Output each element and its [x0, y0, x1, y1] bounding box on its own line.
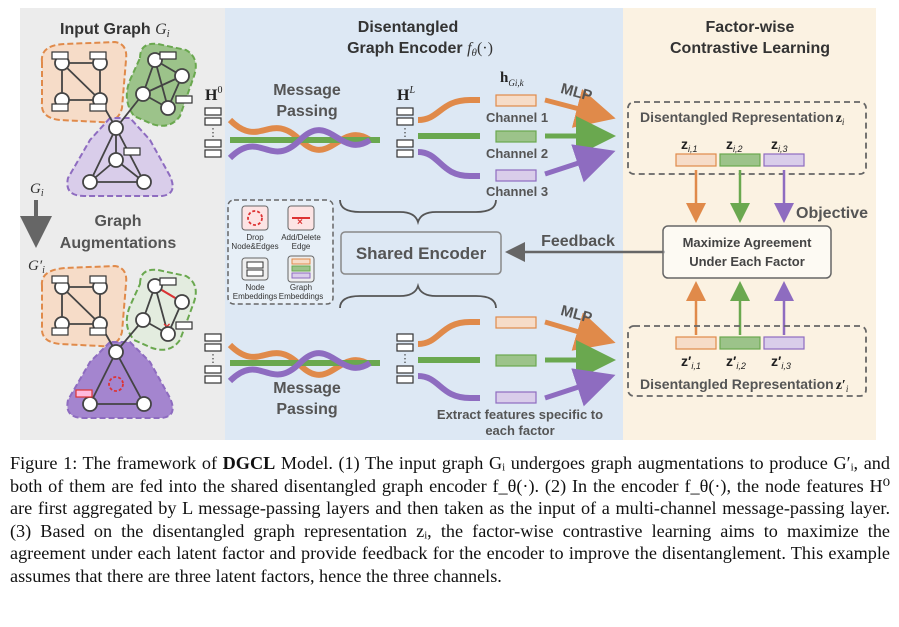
legend-add-line1: Add/Delete	[281, 233, 321, 242]
hg-label: hGi,k	[500, 70, 525, 88]
message-passing-bottom-line1: Message	[273, 380, 341, 397]
z-top-boxes	[675, 153, 805, 167]
augment-label-line1: Graph	[94, 213, 141, 230]
message-passing-top-line1: Message	[273, 82, 341, 99]
brace-top	[339, 199, 497, 226]
legend-drop-line2: Node&Edges	[231, 242, 278, 251]
message-passing-braid-bottom	[227, 342, 380, 384]
z-top-labels: zi,1 zi,2 zi,3	[681, 136, 788, 154]
hl-label: HL	[397, 85, 415, 104]
channel-split-top	[417, 97, 480, 179]
input-graph-top	[40, 40, 197, 197]
input-graph-title: Input Graph Gi	[60, 21, 170, 40]
caption-body: Model. (1) The input graph Gᵢ undergoes …	[10, 453, 890, 586]
channel-embeddings-bottom	[495, 316, 537, 404]
z-bottom-3: z′i,3	[771, 353, 791, 371]
svg-text:⋮: ⋮	[400, 353, 411, 365]
contrastive-panel	[623, 8, 876, 440]
svg-text:⋮: ⋮	[400, 127, 411, 139]
legend-graph-line2: Embeddings	[279, 292, 323, 301]
augmented-graph-bottom: ×	[40, 264, 197, 419]
extract-label-line2: each factor	[485, 423, 554, 438]
shared-encoder-box	[340, 231, 502, 275]
extract-label-line1: Extract features specific to	[437, 407, 603, 422]
maximize-line2: Under Each Factor	[689, 254, 805, 269]
z-bottom-1: z′i,1	[681, 353, 701, 371]
objective-label: Objective	[796, 205, 868, 222]
message-passing-braid-top	[227, 117, 380, 161]
legend-add-line2: Edge	[292, 242, 311, 251]
encoder-title-line2: Graph Encoder fθ(·)	[347, 40, 493, 59]
channel-2-label: Channel 2	[486, 146, 548, 161]
contrast-title-line1: Factor-wise	[706, 19, 795, 36]
legend-box: ×	[227, 199, 334, 305]
svg-text:⋮: ⋮	[208, 127, 219, 139]
h0-label: H0	[205, 85, 222, 104]
augment-label-line2: Augmentations	[60, 235, 177, 252]
brace-bottom	[339, 282, 497, 309]
figure-caption: Figure 1: The framework of DGCL Model. (…	[10, 452, 890, 588]
feedback-label: Feedback	[541, 233, 615, 250]
legend-graph-line1: Graph	[290, 283, 312, 292]
z-top-1: zi,1	[681, 136, 698, 154]
shared-encoder-label: Shared Encoder	[356, 244, 487, 263]
svg-text:×: ×	[297, 217, 303, 228]
framework-diagram: Input Graph Gi Disentangled Graph Encode…	[20, 8, 876, 440]
hl-stack-bottom: ⋮	[396, 333, 414, 384]
z-top-2: zi,2	[726, 136, 743, 154]
z-bottom-boxes	[675, 336, 805, 350]
objective-arrows-top	[686, 170, 794, 223]
caption-figure-label: Figure 1: The framework of	[10, 453, 223, 473]
mlp-arrows-bottom	[544, 312, 616, 407]
disent-rep-bottom-box	[627, 325, 867, 397]
maximize-line1: Maximize Agreement	[683, 235, 813, 250]
channel-3-label: Channel 3	[486, 184, 548, 199]
message-passing-top-line2: Passing	[276, 103, 337, 120]
gi-prime-label: G′i	[28, 258, 45, 276]
mlp-arrows-top	[544, 89, 616, 183]
contrast-title-line2: Contrastive Learning	[670, 40, 830, 57]
channel-embeddings-top	[495, 94, 537, 182]
disent-rep-top-box	[627, 101, 867, 175]
message-passing-bottom-line2: Passing	[276, 401, 337, 418]
legend-drop-line1: Drop	[246, 233, 264, 242]
channel-1-label: Channel 1	[486, 110, 548, 125]
channel-split-bottom	[417, 319, 480, 401]
gi-label: Gi	[30, 181, 44, 199]
encoder-title-line1: Disentangled	[358, 19, 458, 36]
maximize-box	[662, 225, 832, 279]
z-bottom-labels: z′i,1 z′i,2 z′i,3	[681, 353, 791, 371]
legend-node-line1: Node	[245, 283, 265, 292]
z-top-3: zi,3	[771, 136, 788, 154]
legend-node-line2: Embeddings	[233, 292, 277, 301]
z-bottom-2: z′i,2	[726, 353, 746, 371]
node-embedding-stack-bottom: ⋮	[204, 333, 222, 384]
node-embedding-stack-top: ⋮	[204, 107, 222, 158]
hl-stack-top: ⋮	[396, 107, 414, 158]
caption-model-name: DGCL	[222, 453, 276, 473]
svg-text:⋮: ⋮	[208, 353, 219, 365]
